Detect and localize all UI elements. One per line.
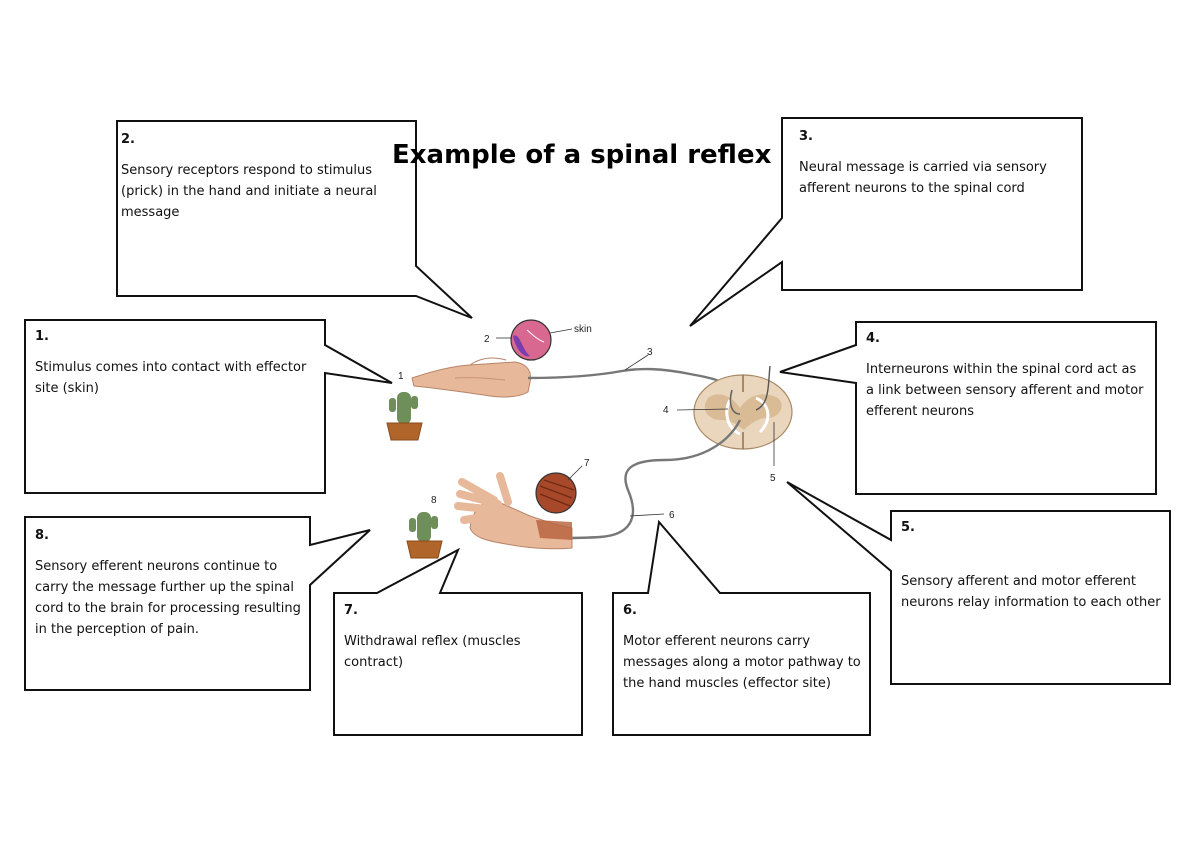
callout-1-bubble xyxy=(24,319,393,494)
callout-1-text: Stimulus comes into contact with effecto… xyxy=(35,360,307,396)
figure-label-3: 3 xyxy=(647,347,653,358)
callout-7-number: 7. xyxy=(344,603,358,618)
figure-label-4: 4 xyxy=(663,405,669,416)
figure-label-2: 2 xyxy=(484,334,490,345)
callout-3: 3. Neural message is carried via sensory… xyxy=(799,126,1073,199)
callout-2-number: 2. xyxy=(121,132,135,147)
callout-8-number: 8. xyxy=(35,528,49,543)
callout-1: 1. Stimulus comes into contact with effe… xyxy=(35,326,317,399)
callout-4: 4. Interneurons within the spinal cord a… xyxy=(866,328,1148,422)
callout-5-number: 5. xyxy=(901,520,915,535)
lower-cactus-illustration xyxy=(406,512,443,559)
figure-label-8: 8 xyxy=(431,495,437,506)
figure-label-5: 5 xyxy=(770,473,776,484)
motor-neuron-path xyxy=(561,419,742,540)
upper-cactus-illustration xyxy=(386,392,423,441)
callout-6-text: Motor efferent neurons carry messages al… xyxy=(623,634,861,691)
callout-7-text: Withdrawal reflex (muscles contract) xyxy=(344,634,521,670)
figure-label-skin: skin xyxy=(574,324,592,335)
callout-5-bubble xyxy=(786,481,1171,685)
callout-5-text: Sensory afferent and motor efferent neur… xyxy=(901,574,1161,610)
callout-7-bubble xyxy=(333,547,583,736)
callout-4-bubble xyxy=(779,321,1157,495)
upper-hand-illustration xyxy=(411,357,531,398)
callout-2: 2. Sensory receptors respond to stimulus… xyxy=(121,129,407,223)
callout-3-text: Neural message is carried via sensory af… xyxy=(799,160,1047,196)
page-title: Example of a spinal reflex xyxy=(392,140,772,170)
callout-2-text: Sensory receptors respond to stimulus (p… xyxy=(121,163,377,220)
callout-3-bubble xyxy=(689,117,1083,327)
callout-8-text: Sensory efferent neurons continue to car… xyxy=(35,559,301,637)
skin-receptor-closeup xyxy=(496,319,573,361)
callout-8-bubble xyxy=(24,516,371,691)
callout-3-number: 3. xyxy=(799,129,813,144)
figure-label-1: 1 xyxy=(398,371,404,382)
muscle-closeup xyxy=(535,465,583,514)
callout-6-bubble xyxy=(612,519,871,736)
callout-6-number: 6. xyxy=(623,603,637,618)
figure-label-7: 7 xyxy=(584,458,590,469)
callout-8: 8. Sensory efferent neurons continue to … xyxy=(35,525,303,640)
callout-7: 7. Withdrawal reflex (muscles contract) xyxy=(344,600,576,673)
callout-6: 6. Motor efferent neurons carry messages… xyxy=(623,600,863,694)
spinal-cord-cross-section xyxy=(676,365,793,466)
callout-2-bubble xyxy=(116,120,473,319)
callout-5: 5. Sensory afferent and motor efferent n… xyxy=(901,517,1163,613)
callout-4-number: 4. xyxy=(866,331,880,346)
figure-label-6: 6 xyxy=(669,510,675,521)
lower-hand-illustration xyxy=(454,472,573,550)
callout-1-number: 1. xyxy=(35,329,49,344)
callout-4-text: Interneurons within the spinal cord act … xyxy=(866,362,1144,419)
